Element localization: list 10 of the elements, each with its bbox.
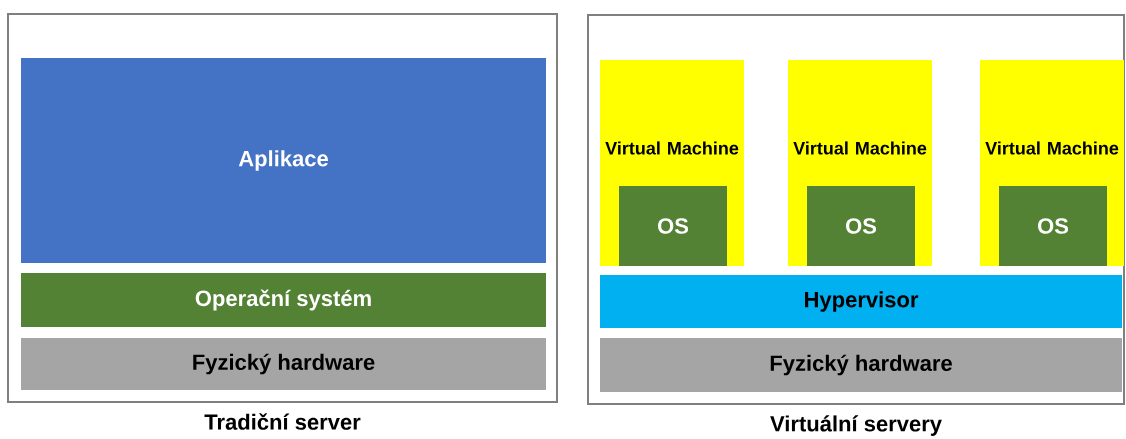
- hypervisor-layer: Hypervisor: [600, 275, 1122, 328]
- application-layer: Aplikace: [21, 58, 546, 263]
- frame-caption: Tradiční server: [204, 413, 361, 430]
- os-layer: Operační systém: [21, 273, 546, 327]
- os-box: OS: [999, 186, 1107, 266]
- frame-caption: Virtuální servery: [770, 415, 942, 436]
- hardware-layer: Fyzický hardware: [21, 338, 546, 390]
- os-box: OS: [619, 186, 727, 266]
- hardware-layer: Fyzický hardware: [600, 338, 1122, 392]
- os-box: OS: [807, 186, 915, 266]
